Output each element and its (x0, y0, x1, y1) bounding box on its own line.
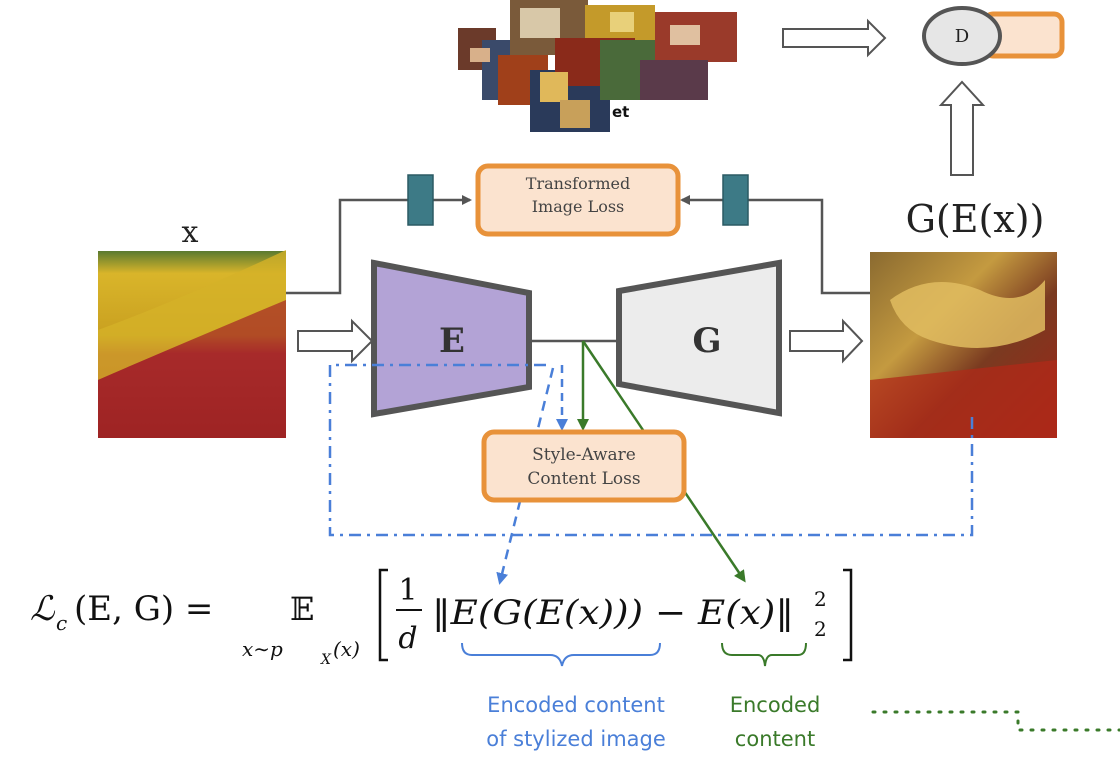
annotation-content-line2: content (735, 727, 815, 751)
encoder-label: E (439, 321, 465, 361)
collage-text-fragment: et (612, 103, 629, 121)
annotation-stylized-line1: Encoded content (487, 693, 665, 717)
transformed-image-loss: Transformed Image Loss (475, 163, 681, 237)
formula-frac-den: d (398, 621, 417, 656)
formula-superscript: 2 (814, 587, 827, 611)
style-loss-line2: Content Loss (527, 469, 640, 489)
stylized-content-brace (461, 642, 661, 667)
input-label: x (182, 215, 199, 250)
encoder: E (371, 259, 532, 418)
transform-block-right (722, 174, 749, 226)
generator-to-output-arrow (789, 318, 864, 364)
annotation-stylized-line2: of stylized image (486, 727, 666, 751)
formula-expectation-sub-x: X (320, 652, 332, 668)
encoded-content-brace (721, 642, 807, 667)
style-loss-line1: Style-Aware (532, 445, 636, 465)
annotation-content-line1: Encoded (730, 693, 821, 717)
discriminator-node (922, 6, 1002, 66)
discriminator-label: D (955, 26, 969, 47)
formula-lhs: ℒ (30, 589, 56, 629)
loss-formula: ℒ c (E, G) = 𝔼 x∼p X (x) 1 d ‖E(G(E(x)))… (30, 568, 853, 668)
input-to-encoder-arrow (297, 318, 374, 364)
formula-expectation: 𝔼 (290, 590, 314, 628)
formula-left-bracket (378, 568, 388, 662)
output-label: G(E(x)) (906, 197, 1045, 241)
generator: G (616, 259, 782, 417)
formula-subscript: 2 (814, 617, 827, 641)
transformed-loss-line1: Transformed (526, 174, 630, 193)
formula-norm-body: ‖E(G(E(x))) − E(x)‖ (432, 593, 794, 633)
input-to-transformed-loss-line (286, 195, 472, 295)
collage-to-discriminator-arrow (782, 18, 887, 58)
discriminator: D (922, 6, 1065, 66)
formula-expectation-sub: x∼p (242, 637, 283, 661)
output-to-transformed-loss-line (680, 195, 870, 295)
transform-block-left (407, 174, 434, 226)
formula-frac-num: 1 (398, 573, 417, 608)
formula-lhs-sub: c (56, 611, 67, 635)
output-image (870, 252, 1057, 438)
formula-lhs-args: (E, G) = (74, 589, 213, 629)
formula-expectation-sub-tail: (x) (333, 637, 360, 661)
input-image (98, 250, 286, 438)
style-aware-content-loss: Style-Aware Content Loss (481, 429, 687, 503)
stylized-reencode-loop (328, 363, 974, 537)
formula-right-bracket (843, 568, 853, 662)
dotted-connector (871, 710, 1120, 732)
style-collage: et (458, 0, 737, 132)
transformed-loss-line2: Image Loss (532, 197, 625, 216)
generator-label: G (692, 321, 721, 361)
output-to-discriminator-arrow (938, 80, 986, 176)
